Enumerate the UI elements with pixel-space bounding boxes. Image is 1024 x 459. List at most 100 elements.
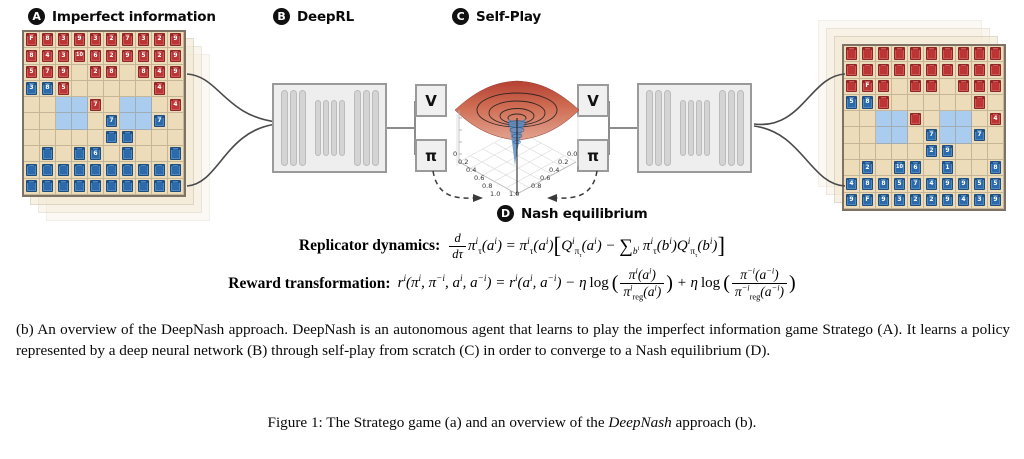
board-cell[interactable] [104, 97, 120, 114]
board-cell[interactable]: 6 [88, 48, 104, 65]
board-cell[interactable]: 2 [152, 32, 168, 49]
board-cell[interactable]: 3 [56, 32, 72, 49]
stratego-piece-blue[interactable] [105, 163, 118, 176]
board-cell[interactable]: 4 [924, 176, 940, 193]
stratego-piece-red[interactable] [941, 63, 954, 76]
stratego-piece-blue[interactable] [105, 131, 118, 144]
board-cell[interactable] [988, 46, 1004, 63]
stratego-piece-blue[interactable]: 3 [973, 194, 986, 207]
board-cell[interactable] [72, 162, 88, 179]
stratego-piece-blue[interactable] [41, 147, 54, 160]
board-cell[interactable] [136, 162, 152, 179]
board-cell[interactable] [892, 111, 908, 128]
board-cell[interactable]: 7 [924, 127, 940, 144]
board-cell[interactable]: 9 [988, 192, 1004, 209]
stratego-piece-blue[interactable]: F [861, 194, 874, 207]
board-cell[interactable]: 2 [924, 192, 940, 209]
board-cell[interactable]: 3 [892, 192, 908, 209]
board-cell[interactable] [24, 113, 40, 130]
stratego-piece-red[interactable] [957, 47, 970, 60]
stratego-piece-red[interactable]: 9 [57, 65, 70, 79]
stratego-piece-red[interactable] [861, 63, 874, 76]
stratego-piece-red[interactable]: 3 [89, 33, 102, 46]
stratego-piece-red[interactable] [909, 112, 922, 125]
board-cell[interactable]: 9 [956, 176, 972, 193]
board-cell[interactable] [844, 62, 860, 79]
board-cell[interactable] [956, 94, 972, 112]
stratego-piece-red[interactable] [877, 79, 890, 93]
stratego-piece-red[interactable] [877, 63, 890, 76]
stratego-piece-red[interactable]: 2 [153, 49, 166, 62]
board-cell[interactable] [924, 46, 940, 63]
stratego-piece-blue[interactable] [89, 163, 102, 176]
board-cell[interactable] [988, 94, 1004, 112]
board-cell[interactable]: 5 [136, 48, 152, 65]
board-cell[interactable]: 8 [988, 160, 1004, 177]
board-cell[interactable] [940, 78, 956, 95]
board-cell[interactable] [908, 46, 924, 63]
board-cell[interactable] [988, 143, 1004, 161]
board-cell[interactable] [860, 46, 876, 63]
stratego-piece-blue[interactable] [137, 180, 150, 193]
board-cell[interactable] [860, 127, 876, 144]
board-cell[interactable] [924, 160, 940, 177]
board-cell[interactable]: 8 [104, 64, 120, 81]
board-cell[interactable] [56, 113, 72, 130]
stratego-piece-red[interactable]: 9 [169, 49, 182, 62]
board-cell[interactable]: 8 [24, 48, 40, 65]
stratego-piece-blue[interactable]: 8 [861, 177, 874, 190]
stratego-piece-red[interactable] [925, 47, 938, 60]
stratego-piece-blue[interactable] [121, 163, 134, 176]
board-cell[interactable] [972, 111, 988, 128]
stratego-piece-red[interactable] [941, 47, 954, 60]
board-cell[interactable] [136, 178, 152, 195]
stratego-piece-blue[interactable] [121, 147, 134, 160]
stratego-piece-blue[interactable]: 7 [925, 128, 938, 142]
board-cell[interactable]: 5 [892, 176, 908, 193]
board-cell[interactable]: 9 [168, 32, 184, 49]
board-cell[interactable]: 3 [972, 192, 988, 209]
board-cell[interactable]: 4 [988, 111, 1004, 128]
stratego-piece-red[interactable] [909, 79, 922, 93]
board-cell[interactable] [24, 162, 40, 179]
stratego-piece-blue[interactable]: 2 [861, 161, 874, 174]
board-cell[interactable] [104, 146, 120, 163]
stratego-piece-blue[interactable] [169, 163, 182, 176]
stratego-piece-red[interactable]: 9 [121, 49, 134, 62]
board-cell[interactable] [40, 113, 56, 130]
stratego-piece-red[interactable] [909, 47, 922, 60]
board-cell[interactable] [40, 146, 56, 163]
board-cell[interactable]: 4 [844, 176, 860, 193]
board-cell[interactable] [892, 62, 908, 79]
stratego-piece-blue[interactable] [137, 163, 150, 176]
board-cell[interactable] [924, 111, 940, 128]
stratego-piece-blue[interactable] [25, 163, 38, 176]
board-cell[interactable]: 7 [120, 32, 136, 49]
board-cell[interactable] [40, 129, 56, 147]
board-cell[interactable] [908, 62, 924, 79]
stratego-piece-red[interactable]: 4 [153, 65, 166, 79]
board-cell[interactable]: F [24, 32, 40, 49]
stratego-piece-red[interactable]: 9 [73, 33, 86, 46]
board-cell[interactable] [120, 162, 136, 179]
board-cell[interactable] [168, 113, 184, 130]
board-cell[interactable]: 3 [88, 32, 104, 49]
board-cell[interactable] [876, 127, 892, 144]
stratego-piece-red[interactable]: 3 [137, 33, 150, 46]
stratego-piece-blue[interactable]: 5 [989, 177, 1002, 190]
board-cell[interactable] [136, 97, 152, 114]
stratego-piece-red[interactable]: 2 [105, 33, 118, 46]
stratego-piece-red[interactable]: 2 [105, 49, 118, 62]
stratego-piece-red[interactable] [989, 47, 1002, 60]
board-cell[interactable] [876, 62, 892, 79]
board-cell[interactable]: 9 [940, 176, 956, 193]
stratego-piece-blue[interactable]: 4 [957, 194, 970, 207]
board-cell[interactable] [876, 78, 892, 95]
board-cell[interactable] [892, 46, 908, 63]
board-cell[interactable]: 5 [972, 176, 988, 193]
board-cell[interactable] [876, 94, 892, 112]
board-cell[interactable] [136, 129, 152, 147]
board-cell[interactable] [892, 94, 908, 112]
stratego-piece-blue[interactable]: 6 [89, 147, 102, 160]
board-cell[interactable] [924, 94, 940, 112]
